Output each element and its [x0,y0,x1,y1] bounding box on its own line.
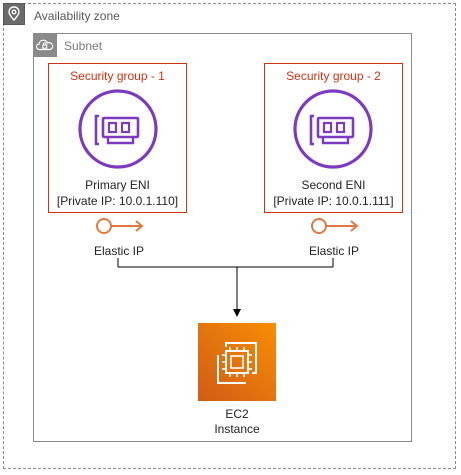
elastic-ip-icon [311,218,359,234]
availability-zone-box [3,3,456,469]
ec2-label-line2: Instance [214,422,260,436]
security-group-1-box [48,63,187,213]
eni-1-name: Primary ENI [85,178,150,192]
subnet-label: Subnet [64,39,103,53]
availability-zone-label: Availability zone [34,9,120,23]
security-group-1-label: Security group - 1 [70,69,165,83]
ec2-label-line1: EC2 [225,407,249,421]
security-group-2-box [264,63,403,213]
elastic-ip-1-label: Elastic IP [93,244,144,258]
elastic-ip-2-label: Elastic IP [308,244,359,258]
eni-1-label: Primary ENI [Private IP: 10.0.1.110] [48,177,187,209]
subnet-box [33,33,412,442]
location-pin-icon [3,3,25,25]
security-group-2-label: Security group - 2 [286,69,381,83]
elastic-ip-icon [96,218,144,234]
ec2-instance-icon [198,323,276,401]
eni-2-name: Second ENI [301,178,366,192]
eni-2-label: Second ENI [Private IP: 10.0.1.111] [264,177,403,209]
cloud-lock-icon [33,33,57,57]
network-interface-icon [293,89,373,169]
connector-lines [117,258,334,317]
eni-2-ip: [Private IP: 10.0.1.111] [273,194,394,208]
ec2-instance-label: EC2 Instance [197,407,277,437]
eni-1-ip: [Private IP: 10.0.1.110] [56,194,179,208]
network-interface-icon [78,89,158,169]
